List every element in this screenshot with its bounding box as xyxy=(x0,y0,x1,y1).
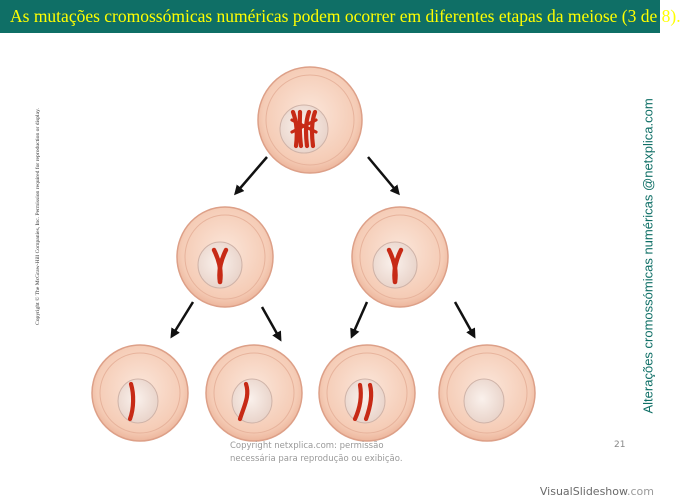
meiosis1-left-cell xyxy=(176,206,274,308)
x-chromosome-right xyxy=(386,247,404,285)
meiosis2-cell-1-nucleus xyxy=(117,378,159,424)
meiosis1-right-cell xyxy=(351,206,449,308)
visualslideshow-watermark: VisualSlideshow.com xyxy=(540,485,654,498)
arrow-right-to-4 xyxy=(453,301,476,339)
meiosis2-cell-3 xyxy=(318,344,416,442)
arrow-right-to-3 xyxy=(350,301,369,339)
parent-cell xyxy=(257,66,363,174)
meiosis2-cell-1 xyxy=(91,344,189,442)
footer-copyright-line2: necessária para reprodução ou exibição. xyxy=(230,454,403,464)
single-chromosome-2 xyxy=(237,381,250,422)
arrow-parent-to-left xyxy=(234,156,268,196)
meiosis2-cell-2-nucleus xyxy=(231,378,273,424)
page-number: 21 xyxy=(614,440,626,450)
double-chromosome xyxy=(352,382,374,422)
x-chromosome-left xyxy=(211,247,229,285)
meiosis2-cell-4-nucleus-empty xyxy=(463,378,505,424)
brand-suffix: .com xyxy=(627,485,654,498)
arrow-left-to-1 xyxy=(170,301,195,339)
meiosis2-cell-3-nucleus xyxy=(344,378,386,424)
footer-copyright-line1: Copyright netxplica.com: permissão xyxy=(230,441,384,451)
footer-copyright: Copyright netxplica.com: permissão neces… xyxy=(230,440,430,466)
meiosis-diagram xyxy=(91,66,536,442)
slide-title: As mutações cromossómicas numéricas pode… xyxy=(0,0,681,33)
single-chromosome-1 xyxy=(127,381,136,422)
brand-main: VisualSlideshow xyxy=(539,485,627,498)
arrow-left-to-2 xyxy=(260,306,282,342)
tetrad-chromosome xyxy=(290,109,318,149)
arrow-parent-to-right xyxy=(367,156,400,196)
meiosis2-cell-4 xyxy=(438,344,536,442)
meiosis2-cell-2 xyxy=(205,344,303,442)
